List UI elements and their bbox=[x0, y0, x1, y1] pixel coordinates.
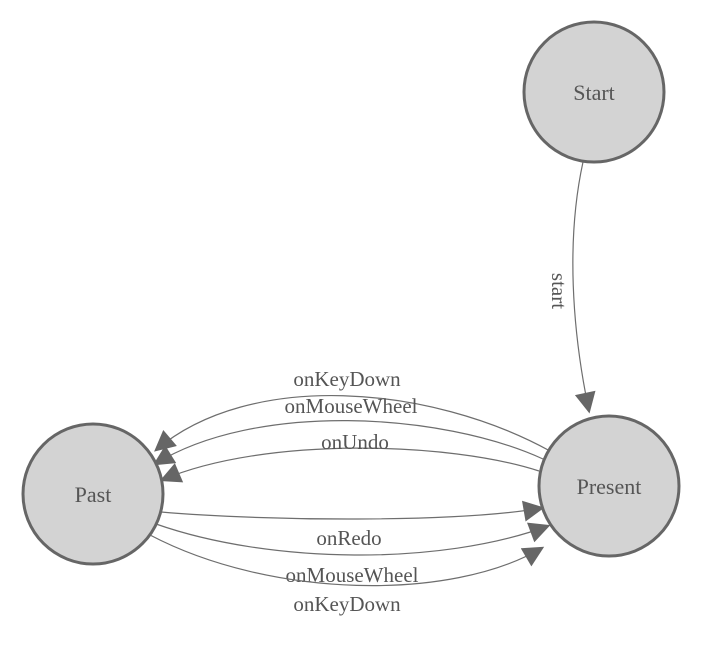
state-circle-present bbox=[537, 414, 681, 558]
edge-label-onredo: onRedo bbox=[316, 526, 381, 550]
edge-label-onundo: onUndo bbox=[321, 430, 389, 454]
state-node-present: Present bbox=[537, 414, 681, 558]
edge-path-onmousewheel-upper bbox=[152, 420, 544, 466]
edge-start-to-present: start bbox=[547, 161, 596, 414]
edge-label-onkeydown-lower: onKeyDown bbox=[293, 592, 401, 616]
edge-present-to-past-onundo: onUndo bbox=[159, 430, 540, 483]
edge-label-onkeydown-upper: onKeyDown bbox=[293, 367, 401, 391]
edge-path-onkeydown-upper bbox=[154, 395, 551, 452]
edge-path-onmousewheel-lower bbox=[155, 522, 551, 556]
state-circle-start bbox=[522, 20, 666, 164]
edge-past-to-present-onkeydown: onKeyDown bbox=[149, 534, 545, 616]
edge-path-onredo bbox=[160, 500, 545, 522]
edge-label-start: start bbox=[547, 273, 571, 309]
edge-present-to-past-onmousewheel: onMouseWheel bbox=[152, 394, 544, 466]
state-node-past: Past bbox=[21, 422, 165, 566]
edge-label-onmousewheel-upper: onMouseWheel bbox=[285, 394, 418, 418]
state-label-start: Start bbox=[573, 80, 615, 105]
state-node-start: Start bbox=[522, 20, 666, 164]
edge-past-to-present-onredo: onRedo bbox=[160, 500, 545, 550]
state-circle-past bbox=[21, 422, 165, 566]
edge-label-onmousewheel-lower: onMouseWheel bbox=[286, 563, 419, 587]
edge-past-to-present-onmousewheel: onMouseWheel bbox=[155, 522, 551, 587]
state-label-past: Past bbox=[75, 482, 112, 507]
edge-present-to-past-onkeydown: onKeyDown bbox=[154, 367, 551, 452]
edge-path-onundo bbox=[159, 447, 540, 483]
state-label-present: Present bbox=[577, 474, 642, 499]
edge-path-start bbox=[572, 161, 596, 414]
edge-path-onkeydown-lower bbox=[149, 534, 545, 587]
